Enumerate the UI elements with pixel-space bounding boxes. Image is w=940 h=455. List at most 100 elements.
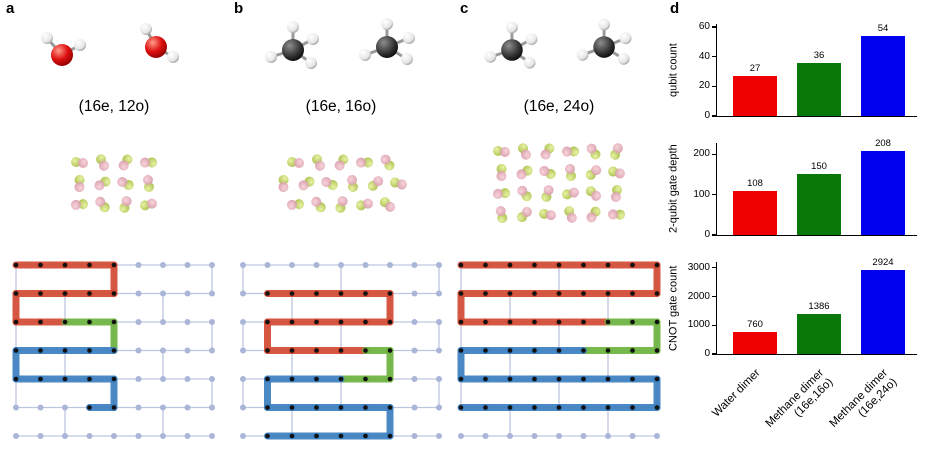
molecular-orbital-glyph <box>376 151 399 174</box>
orbital-row <box>68 197 160 212</box>
molecular-orbital-glyph <box>354 153 373 170</box>
hydrogen-atom <box>167 51 179 63</box>
molecular-orbital-glyph <box>376 193 398 215</box>
molecular-orbital-glyph <box>561 143 580 160</box>
orbital-row <box>490 165 628 180</box>
bar <box>733 332 777 354</box>
molecular-orbital-glyph <box>91 172 114 194</box>
orbitals-b <box>228 124 454 242</box>
molecular-orbital-glyph <box>537 141 558 163</box>
x-axis-category-label: Water dimer <box>710 367 763 420</box>
bar-value-label: 54 <box>877 22 889 34</box>
y-axis-tick-mark <box>712 115 717 117</box>
molecular-orbital-glyph <box>319 173 340 192</box>
y-axis-tick-mark <box>712 234 717 236</box>
y-axis-label: CNOT gate count <box>667 265 680 351</box>
molecular-orbital-glyph <box>513 203 535 226</box>
hydrogen-atom <box>381 18 393 30</box>
hydrogen-atom <box>619 32 632 45</box>
panel-a: a (16e, 12o) <box>0 0 228 453</box>
molecular-orbital-glyph <box>115 173 136 192</box>
bar <box>797 174 841 235</box>
panel-label-d: d <box>670 0 680 17</box>
y-axis-tick-label: 1000 <box>687 319 710 331</box>
y-axis-tick-mark <box>712 353 717 355</box>
qubit-lattice-b <box>231 255 451 451</box>
y-axis-tick-label: 100 <box>693 188 710 200</box>
carbon-atom <box>593 36 615 58</box>
active-space-label-b: (16e, 16o) <box>305 98 377 115</box>
molecular-orbital-glyph <box>353 194 375 214</box>
hydrogen-atom <box>305 57 317 69</box>
bar-value-label: 27 <box>749 62 761 74</box>
hydrogen-atom <box>576 49 589 61</box>
methane-dimer-svg <box>484 18 632 69</box>
molecular-orbital-glyph <box>609 185 624 202</box>
y-axis-tick-mark <box>712 153 717 155</box>
active-space-label-a: (16e, 12o) <box>78 98 150 115</box>
heavy-hex-lattice-svg <box>457 261 661 439</box>
molecular-orbital-glyph <box>582 161 604 184</box>
molecular-orbital-glyph <box>71 155 88 170</box>
methane-dimer-model-b <box>228 0 454 98</box>
molecular-orbital-glyph <box>117 194 135 213</box>
hydrogen-atom <box>265 51 277 63</box>
molecular-orbital-glyph <box>539 184 557 203</box>
molecular-orbital-glyph <box>607 141 626 161</box>
bar-value-label: 208 <box>875 138 891 150</box>
bar <box>797 62 841 116</box>
bar-value-label: 760 <box>747 319 763 331</box>
molecular-orbital-glyph <box>331 151 352 173</box>
molecular-orbital-glyph <box>286 155 304 170</box>
molecular-orbital-glyph <box>307 151 329 173</box>
molecular-orbital-glyph <box>364 172 386 195</box>
heavy-hex-lattice-svg <box>12 261 215 439</box>
hydrogen-atom <box>140 23 152 35</box>
molecular-orbital-glyph <box>491 184 511 203</box>
y-axis-tick-mark <box>712 26 717 28</box>
bar <box>861 151 905 235</box>
heavy-hex-lattice-svg <box>240 262 442 440</box>
orbital-row <box>490 186 628 201</box>
y-axis-tick-mark <box>712 267 717 269</box>
molecular-orbital-glyph <box>493 163 510 182</box>
molecular-orbital-glyph <box>513 161 536 183</box>
molecular-orbital-glyph <box>491 204 511 225</box>
panel-b: b (16e, 16o) <box>228 0 454 453</box>
molecular-orbital-glyph <box>560 203 581 225</box>
bar-value-label: 150 <box>811 161 827 173</box>
y-axis-tick-label: 60 <box>698 20 710 32</box>
methane-dimer-model-c <box>454 0 664 98</box>
water-dimer-svg <box>41 23 179 66</box>
molecular-orbital-glyph <box>343 173 362 193</box>
hydrogen-atom <box>617 52 630 65</box>
y-axis-tick-label: 20 <box>698 80 710 92</box>
y-axis-tick-mark <box>712 295 717 298</box>
qubit-lattice-a <box>4 255 224 451</box>
bar <box>733 191 777 235</box>
molecular-orbital-glyph <box>493 144 510 159</box>
hydrogen-atom <box>307 33 319 45</box>
oxygen-atom <box>145 36 167 58</box>
molecular-orbital-glyph <box>607 206 625 223</box>
orbital-row <box>68 155 160 170</box>
hydrogen-atom <box>74 39 86 51</box>
orbital-row <box>284 155 399 170</box>
molecular-orbital-glyph <box>513 182 536 205</box>
y-axis-tick-mark <box>712 193 717 196</box>
molecular-orbital-glyph <box>92 151 114 173</box>
molecular-orbital-glyph <box>285 195 305 214</box>
hydrogen-atom <box>523 56 536 69</box>
hydrogen-atom <box>359 49 371 61</box>
molecular-orbital-glyph <box>389 174 408 191</box>
molecular-orbital-glyph <box>139 173 158 193</box>
active-space-label-c: (16e, 24o) <box>523 98 595 115</box>
orbital-row <box>490 207 628 222</box>
molecular-orbital-glyph <box>539 207 557 223</box>
hydrogen-atom <box>401 53 413 65</box>
y-axis-tick-label: 0 <box>704 229 710 240</box>
